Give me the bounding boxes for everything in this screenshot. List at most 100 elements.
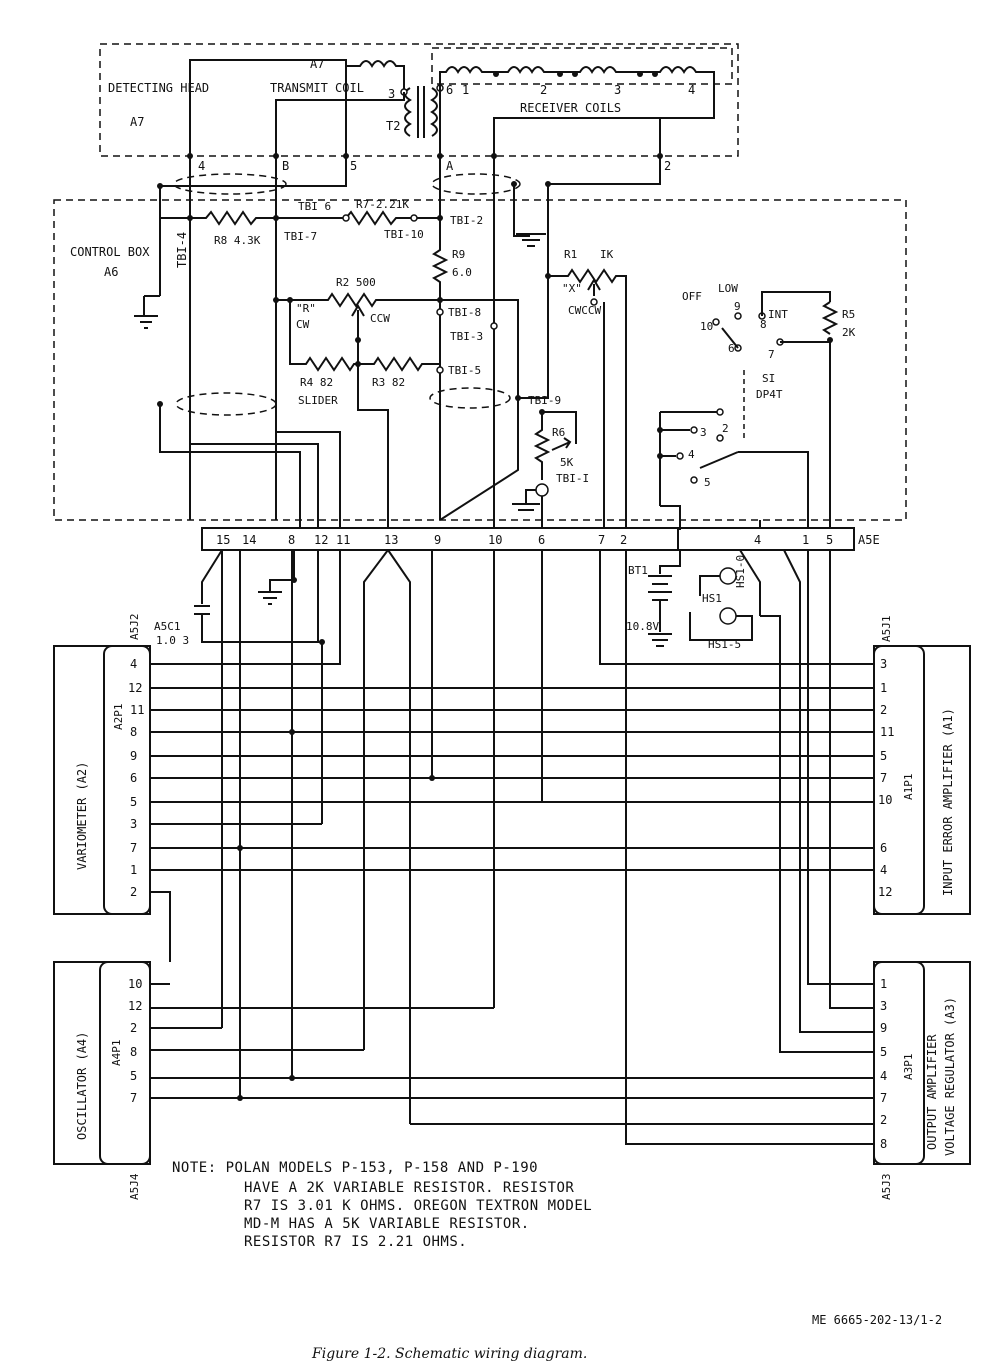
output-amp-plug: A3P1 <box>902 1054 915 1081</box>
off-label: OFF <box>682 290 702 303</box>
ia-pin-7: 7 <box>880 771 887 785</box>
control-box: CONTROL BOX A6 TBI-4 TBI 6 R7-2.21K TBI-… <box>53 156 907 530</box>
osc-pin-8: 8 <box>130 1045 137 1059</box>
transformer-t2 <box>404 87 438 137</box>
receiver-coils-label: RECEIVER COILS <box>520 101 621 115</box>
interconnect-wiring <box>150 549 874 1145</box>
hs1-0-label: HS1-0 <box>734 555 747 588</box>
output-amplifier-a3: OUTPUT AMPLIFIER VOLTAGE REGULATOR (A3) … <box>873 961 971 1200</box>
sw-5: 5 <box>704 476 711 489</box>
t2-term-left: 3 <box>388 87 395 101</box>
osc-pin-2: 2 <box>130 1021 137 1035</box>
vario-pin-7: 7 <box>130 841 137 855</box>
variometer-a2: VARIOMETER (A2) A2P1 A5J2 4 12 11 8 9 6 … <box>53 614 151 915</box>
osc-pin-10: 10 <box>128 977 142 991</box>
a5e-pin-15: 15 <box>216 533 230 547</box>
transmit-coil <box>345 60 405 92</box>
tbi4-label: TBI-4 <box>175 232 189 268</box>
a5e-pin-12: 12 <box>314 533 328 547</box>
tb1-3-label: TBI-3 <box>450 330 483 343</box>
r6-value: 5K <box>560 456 574 469</box>
input-amp-plug: A1P1 <box>902 774 915 801</box>
t2-label: T2 <box>386 119 400 133</box>
r6-label: R6 <box>552 426 565 439</box>
t2-term-right: 6 <box>446 83 453 97</box>
r3-label: R3 82 <box>372 376 405 389</box>
a5c1-label: A5C1 <box>154 620 181 633</box>
oa-pin-5: 5 <box>880 1045 887 1059</box>
oscillator-a4: OSCILLATOR (A4) A4P1 A5J4 10 12 2 8 5 7 <box>53 961 151 1200</box>
tb1-8-label: TBI-8 <box>448 306 481 319</box>
head-conn-4: 4 <box>198 159 205 173</box>
variometer-jack: A5J2 <box>128 614 141 641</box>
hs1-5-label: HS1-5 <box>708 638 741 651</box>
vario-pin-2: 2 <box>130 885 137 899</box>
a5e-pin-10: 10 <box>488 533 502 547</box>
ia-pin-2: 2 <box>880 703 887 717</box>
tb1-2-label: TBI-2 <box>450 214 483 227</box>
r9-value: 6.0 <box>452 266 472 279</box>
a5e-pin-6: 6 <box>538 533 545 547</box>
tb1-6-label: TBI 6 <box>298 200 331 213</box>
sw-4: 4 <box>688 448 695 461</box>
tb1-1-label: TBI-I <box>556 472 589 485</box>
note-line-4: MD-M HAS A 5K VARIABLE RESISTOR. <box>244 1216 530 1232</box>
control-box-label: CONTROL BOX <box>70 245 150 259</box>
vario-pin-5: 5 <box>130 795 137 809</box>
a5e-terminal-strip: A5E 15 14 8 12 11 13 9 10 6 7 2 4 1 5 <box>201 527 880 551</box>
a5e-pin-13: 13 <box>384 533 398 547</box>
note-line-3: R7 IS 3.01 K OHMS. OREGON TEXTRON MODEL <box>244 1198 592 1214</box>
input-amp-name: INPUT ERROR AMPLIFIER (A1) <box>941 708 955 896</box>
a5c1-value: 1.0 3 <box>156 634 189 647</box>
r9-label: R9 <box>452 248 465 261</box>
ia-pin-11: 11 <box>880 725 894 739</box>
osc-pin-5: 5 <box>130 1069 137 1083</box>
head-conn-b: B <box>282 159 289 173</box>
ccw-label: CCW <box>370 312 390 325</box>
r-label: "R" <box>296 302 316 315</box>
head-conn-5: 5 <box>350 159 357 173</box>
r2-label: R2 500 <box>336 276 376 289</box>
a5e-pin-8: 8 <box>288 533 295 547</box>
ia-pin-3: 3 <box>880 657 887 671</box>
sw-6: 6 <box>728 342 735 355</box>
oscillator-plug: A4P1 <box>110 1040 123 1067</box>
a5e-pin-1: 1 <box>802 533 809 547</box>
receiver-coil-chain <box>439 66 715 88</box>
transmit-coil-label: TRANSMIT COIL <box>270 81 364 95</box>
r4-label: R4 82 <box>300 376 333 389</box>
a5e-pin-7: 7 <box>598 533 605 547</box>
reference-code: ME 6665-202-13/1-2 <box>812 1313 942 1327</box>
tb1-7-label: TBI-7 <box>284 230 317 243</box>
r1-value: IK <box>600 248 614 261</box>
figure-caption: Figure 1-2. Schematic wiring diagram. <box>311 1346 587 1362</box>
receiver-coils-enclosure <box>431 47 733 85</box>
s1-label: SI <box>762 372 775 385</box>
detecting-head: DETECTING HEAD A7 A7 TRANSMIT COIL T2 RE… <box>99 43 739 173</box>
slider-label: SLIDER <box>298 394 338 407</box>
shield-lower-right <box>429 387 511 409</box>
note-line-1: NOTE: POLAN MODELS P-153, P-158 AND P-19… <box>172 1160 538 1176</box>
dp4t-label: DP4T <box>756 388 783 401</box>
input-error-amplifier-a1: INPUT ERROR AMPLIFIER (A1) A1P1 A5J1 3 1… <box>873 616 971 915</box>
vario-pin-1: 1 <box>130 863 137 877</box>
sw-8: 8 <box>760 318 767 331</box>
note-block: NOTE: POLAN MODELS P-153, P-158 AND P-19… <box>172 1160 592 1250</box>
r5-value: 2K <box>842 326 856 339</box>
oa-pin-1: 1 <box>880 977 887 991</box>
ia-pin-12: 12 <box>878 885 892 899</box>
osc-pin-12: 12 <box>128 999 142 1013</box>
tb1-5-label: TBI-5 <box>448 364 481 377</box>
osc-pin-7: 7 <box>130 1091 137 1105</box>
oa-pin-8: 8 <box>880 1137 887 1151</box>
note-line-5: RESISTOR R7 IS 2.21 OHMS. <box>244 1234 467 1250</box>
int-label: INT <box>768 308 788 321</box>
bt1-label: BT1 <box>628 564 648 577</box>
r5-label: R5 <box>842 308 855 321</box>
coil-num-3: 3 <box>614 83 621 97</box>
sw-9: 9 <box>734 300 741 313</box>
r8-label: R8 4.3K <box>214 234 261 247</box>
ia-pin-6: 6 <box>880 841 887 855</box>
vario-pin-11: 11 <box>130 703 144 717</box>
